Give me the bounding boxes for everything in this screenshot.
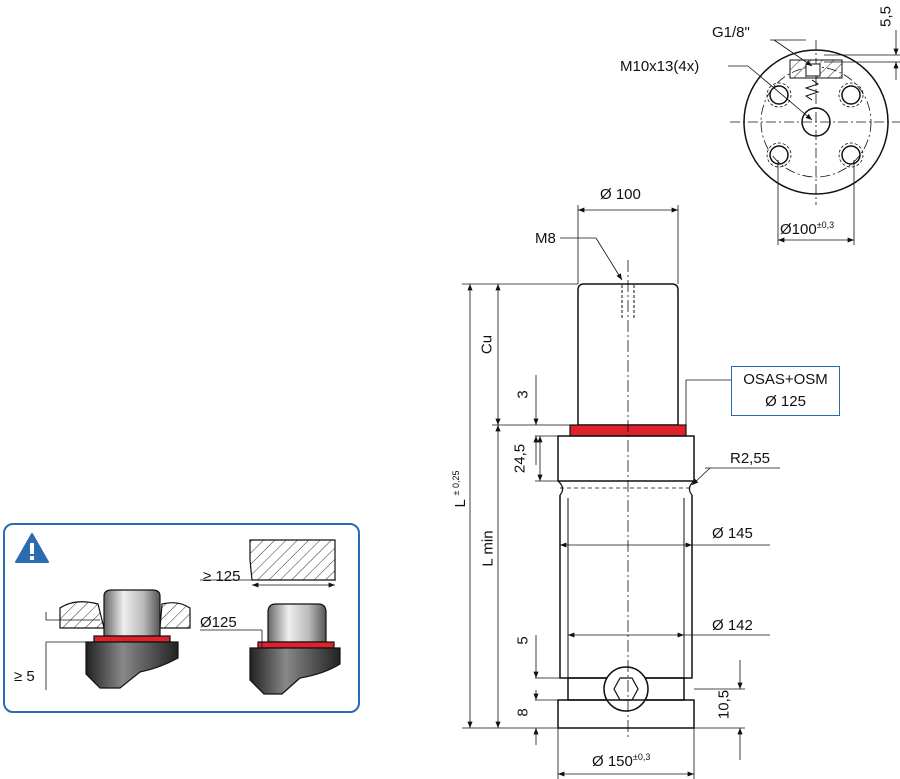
thread-port-label: G1/8": [712, 24, 750, 41]
seal-callout-box: OSAS+OSM Ø 125: [731, 366, 840, 416]
base-diameter-label: Ø 150±0,3: [592, 752, 651, 770]
gap-min-label: ≥ 5: [14, 668, 35, 685]
mount-hole: [766, 82, 864, 168]
callout-line1: OSAS+OSM: [743, 371, 828, 388]
rod-diameter-label: Ø 100: [600, 186, 641, 203]
collar: [557, 435, 695, 482]
seal-height-label: 3: [514, 390, 532, 399]
top-diameter-label: Ø100±0,3: [780, 220, 835, 238]
warning-icon: [15, 533, 49, 563]
total-length-label: L ± 0,25: [451, 470, 469, 508]
groove-radius-label: R2,55: [730, 450, 771, 467]
pocket-min-label: ≥ 125: [203, 568, 241, 585]
install-note-illustration: [45, 539, 341, 695]
base-plate: [557, 699, 695, 729]
top-view: [728, 30, 900, 245]
pocket-diameter-label: Ø125: [200, 614, 237, 631]
installation-note-box: [3, 523, 360, 713]
stroke-label: Cu: [478, 334, 496, 355]
callout-line2: Ø 125: [765, 393, 806, 410]
rod-thread-label: M8: [535, 230, 556, 247]
mount-holes-label: M10x13(4x): [620, 58, 700, 75]
base-height-label: 8: [514, 708, 532, 717]
collar-height-label: 24,5: [511, 443, 529, 474]
cylinder-body: [559, 495, 693, 679]
port-offset-label: 5: [514, 636, 532, 645]
piston-rod: [577, 283, 679, 426]
body-diameter-label: Ø 145: [712, 525, 753, 542]
hex-plug-icon: [613, 677, 639, 701]
depth-label: 5,5: [877, 6, 895, 27]
side-view: [462, 205, 780, 779]
min-length-label: L min: [479, 530, 497, 567]
lower-diameter-label: Ø 142: [712, 617, 753, 634]
port-height-label: 10,5: [715, 689, 733, 720]
